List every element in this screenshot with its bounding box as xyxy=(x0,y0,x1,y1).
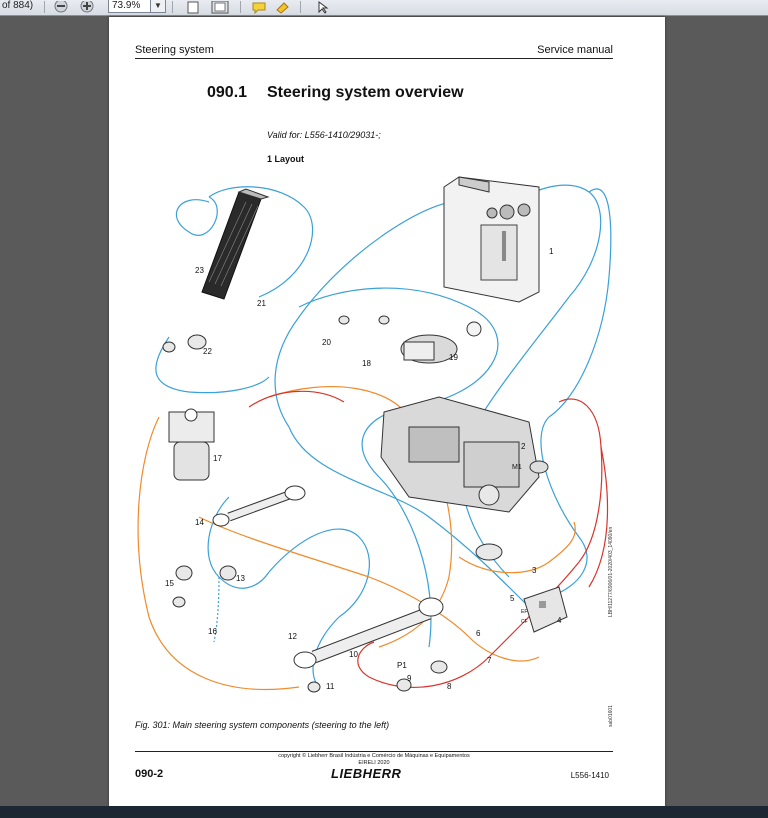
steering-pump-component xyxy=(400,321,482,364)
layout-heading: 1 Layout xyxy=(267,154,305,164)
callout-7: 7 xyxy=(487,656,492,665)
shock-valve-block-component xyxy=(523,586,568,633)
select-tool-button[interactable] xyxy=(314,0,332,14)
fit-page-button[interactable] xyxy=(184,0,202,14)
copyright-line: EIRELI 2020 xyxy=(358,760,390,766)
callout-23: 23 xyxy=(195,266,204,275)
figure-caption: Fig. 301: Main steering system component… xyxy=(135,720,390,730)
callout-m1: M1 xyxy=(512,464,522,471)
copyright-line: copyright © Liebherr Brasil Indústria e … xyxy=(278,753,470,759)
fit-width-icon xyxy=(211,0,229,14)
callout-16: 16 xyxy=(208,627,217,636)
callout-15: 15 xyxy=(165,579,174,588)
zoom-in-icon xyxy=(80,0,94,13)
document-code: LBH/11277/6906/01-2020/403_14090/en xyxy=(608,526,614,617)
callout-3: 3 xyxy=(532,566,537,575)
footer-rule xyxy=(135,751,613,752)
callout-20: 20 xyxy=(322,338,331,347)
callout-8: 8 xyxy=(447,682,452,691)
callout-21: 21 xyxy=(257,299,266,308)
hydraulic-tank-component xyxy=(443,176,540,303)
blue-hydraulic-lines xyxy=(155,184,612,688)
zoom-dropdown-button[interactable]: ▼ xyxy=(150,0,166,13)
steering-cylinder-lower xyxy=(293,597,444,669)
callout-ef: EF xyxy=(521,609,527,615)
oil-cooler-component xyxy=(201,188,270,300)
callout-18: 18 xyxy=(362,359,371,368)
page-number: 090-2 xyxy=(135,768,164,780)
viewer-toolbar: of 884) 73.9% ▼ xyxy=(0,0,768,16)
highlight-icon xyxy=(276,2,289,14)
header-chapter: Steering system xyxy=(135,44,214,56)
header-manual-type: Service manual xyxy=(537,44,613,56)
callout-19: 19 xyxy=(449,353,458,362)
section-number: 090.1 xyxy=(207,84,248,101)
copyright-notice: copyright © Liebherr Brasil Indústria e … xyxy=(249,753,499,767)
zoom-in-button[interactable] xyxy=(78,0,96,14)
zoom-out-button[interactable] xyxy=(52,0,70,14)
callout-p1: P1 xyxy=(397,661,407,670)
fit-page-icon xyxy=(187,1,199,14)
callout-12: 12 xyxy=(288,632,297,641)
brand-logo: LIEBHERR xyxy=(331,766,402,781)
page-count-label: of 884) xyxy=(2,0,34,11)
callout-1: 1 xyxy=(549,247,554,256)
comment-icon xyxy=(252,2,266,15)
priority-valve-component xyxy=(168,408,215,481)
os-taskbar xyxy=(0,806,768,818)
toolbar-separator xyxy=(44,1,45,13)
callout-4: 4 xyxy=(557,616,562,625)
valid-for-note: Valid for: L556-1410/29031-; xyxy=(267,130,381,140)
callout-17: 17 xyxy=(213,454,222,463)
small-fittings xyxy=(162,315,503,693)
section-title: Steering system overview xyxy=(267,84,464,101)
variable-pump-component xyxy=(380,396,549,513)
steering-cylinder-upper xyxy=(212,485,306,527)
callout-11: 11 xyxy=(326,682,335,691)
callout-13: 13 xyxy=(236,574,245,583)
figure-code: sab01601 xyxy=(608,705,614,727)
callout-9: 9 xyxy=(407,674,412,683)
toolbar-separator xyxy=(300,1,301,13)
toolbar-separator xyxy=(172,1,173,13)
zoom-out-icon xyxy=(54,0,68,13)
callout-22: 22 xyxy=(203,347,212,356)
callout-2: 2 xyxy=(521,442,526,451)
callout-cf: CF xyxy=(521,619,528,625)
zoom-level-input[interactable]: 73.9% xyxy=(108,0,153,13)
cursor-icon xyxy=(318,1,329,14)
toolbar-separator xyxy=(240,1,241,13)
model-number: L556-1410 xyxy=(570,771,609,780)
steering-system-diagram: 1 2 3 4 5 6 7 8 9 10 11 12 13 14 15 16 1… xyxy=(137,176,612,693)
callout-5: 5 xyxy=(510,594,515,603)
callout-6: 6 xyxy=(476,629,481,638)
highlight-button[interactable] xyxy=(274,0,292,14)
callout-labels: 1 2 3 4 5 6 7 8 9 10 11 12 13 14 15 16 1… xyxy=(165,247,562,691)
callout-10: 10 xyxy=(349,650,358,659)
fit-width-button[interactable] xyxy=(210,0,229,14)
header-rule xyxy=(135,58,613,59)
callout-14: 14 xyxy=(195,518,204,527)
document-page: Steering system Service manual 090.1 Ste… xyxy=(109,17,665,806)
comment-button[interactable] xyxy=(250,0,268,15)
